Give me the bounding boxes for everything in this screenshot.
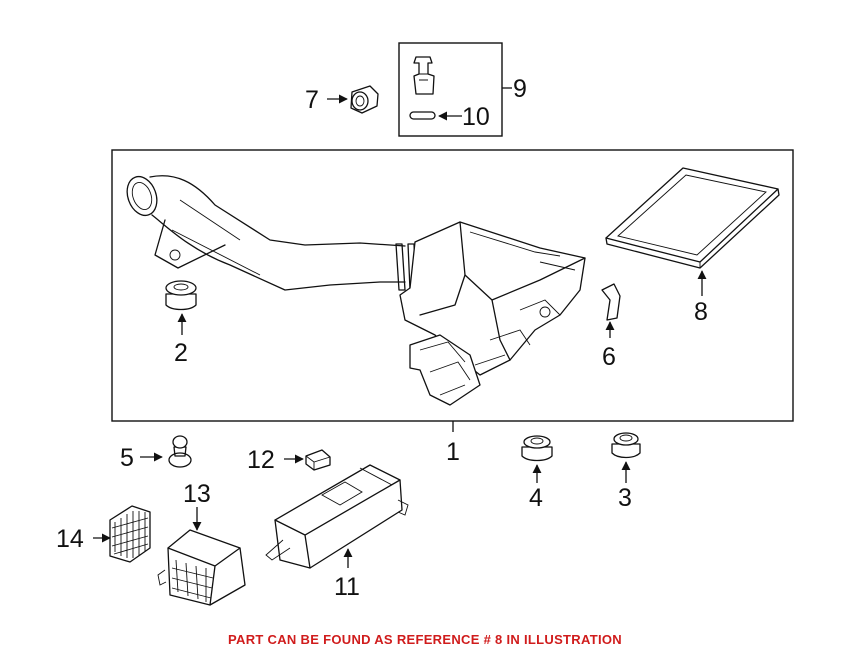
callout-1: 1 [446,438,460,466]
callout-8: 8 [694,298,708,326]
clip-6-icon [601,283,621,321]
push-pin-5-icon [168,435,192,468]
callout-6: 6 [602,343,616,371]
callout-12: 12 [247,446,275,474]
resonator-11-icon [265,464,409,569]
callout-14: 14 [56,525,84,553]
grommet-7-icon [350,85,379,114]
callout-5: 5 [120,444,134,472]
mount-4-icon [521,435,553,462]
callout-9: 9 [513,75,527,103]
screen-14-icon [109,505,151,563]
o-ring-part-icon [409,111,436,120]
callout-13: 13 [183,480,211,508]
callout-4: 4 [529,484,543,512]
kit-box-9 [398,42,503,137]
callout-2: 2 [174,339,188,367]
air-filter-8-icon [605,167,780,269]
callout-3: 3 [618,484,632,512]
callout-7: 7 [305,86,319,114]
reference-note: PART CAN BE FOUND AS REFERENCE # 8 IN IL… [228,632,622,647]
mount-2-icon [165,280,197,311]
air-box-housing-icon [399,221,586,406]
callout-11: 11 [334,573,360,601]
housing-13-icon [157,529,246,606]
pad-12-icon [305,449,331,471]
intake-duct-icon [126,175,417,291]
callout-10: 10 [462,103,490,131]
sensor-part-icon [413,56,435,95]
mount-3-icon [611,432,641,459]
